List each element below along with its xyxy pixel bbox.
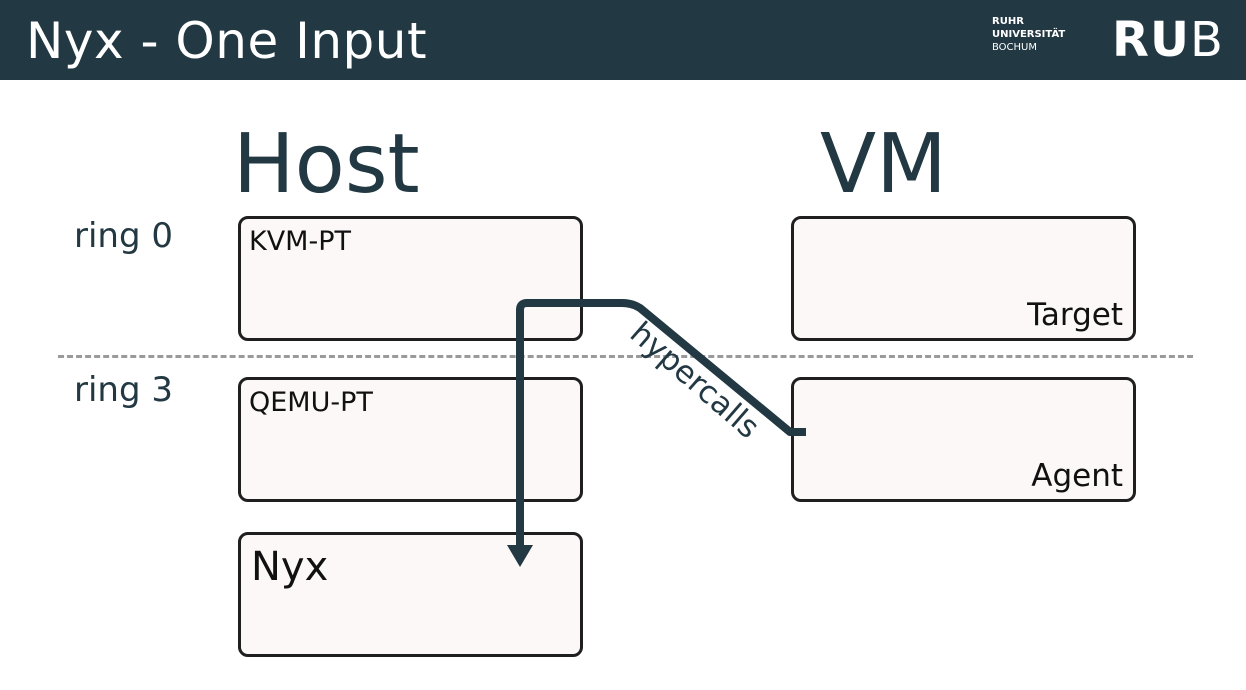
kvm-pt-box: KVM-PT <box>238 216 583 341</box>
target-box: Target <box>791 216 1136 341</box>
wordmark-line-3: BOCHUM <box>992 42 1038 53</box>
ring-0-label: ring 0 <box>74 216 173 256</box>
target-label: Target <box>1027 297 1123 333</box>
wordmark-line-1: RUHR <box>992 16 1024 27</box>
agent-label: Agent <box>1031 458 1123 494</box>
vm-heading: VM <box>820 117 947 212</box>
rub-logo-light: B <box>1189 12 1224 68</box>
hypercalls-label: hypercalls <box>623 315 766 446</box>
rub-logo: RUB <box>1112 10 1224 70</box>
title-bar: Nyx - One Input RUHR UNIVERSITÄT BOCHUM … <box>0 0 1246 80</box>
agent-box: Agent <box>791 377 1136 502</box>
nyx-label: Nyx <box>251 544 329 590</box>
qemu-pt-label: QEMU-PT <box>249 387 373 418</box>
hypercall-arrow-path <box>516 299 806 548</box>
university-wordmark: RUHR UNIVERSITÄT BOCHUM <box>992 15 1065 54</box>
rub-logo-bold: RU <box>1112 12 1190 68</box>
wordmark-line-2: UNIVERSITÄT <box>992 29 1066 40</box>
ring-3-label: ring 3 <box>74 370 173 410</box>
qemu-pt-box: QEMU-PT <box>238 377 583 502</box>
arrowhead-down-icon <box>507 545 533 567</box>
kvm-pt-label: KVM-PT <box>249 226 351 257</box>
ring-divider <box>58 355 1193 358</box>
slide-title: Nyx - One Input <box>26 12 428 70</box>
host-heading: Host <box>233 117 420 212</box>
